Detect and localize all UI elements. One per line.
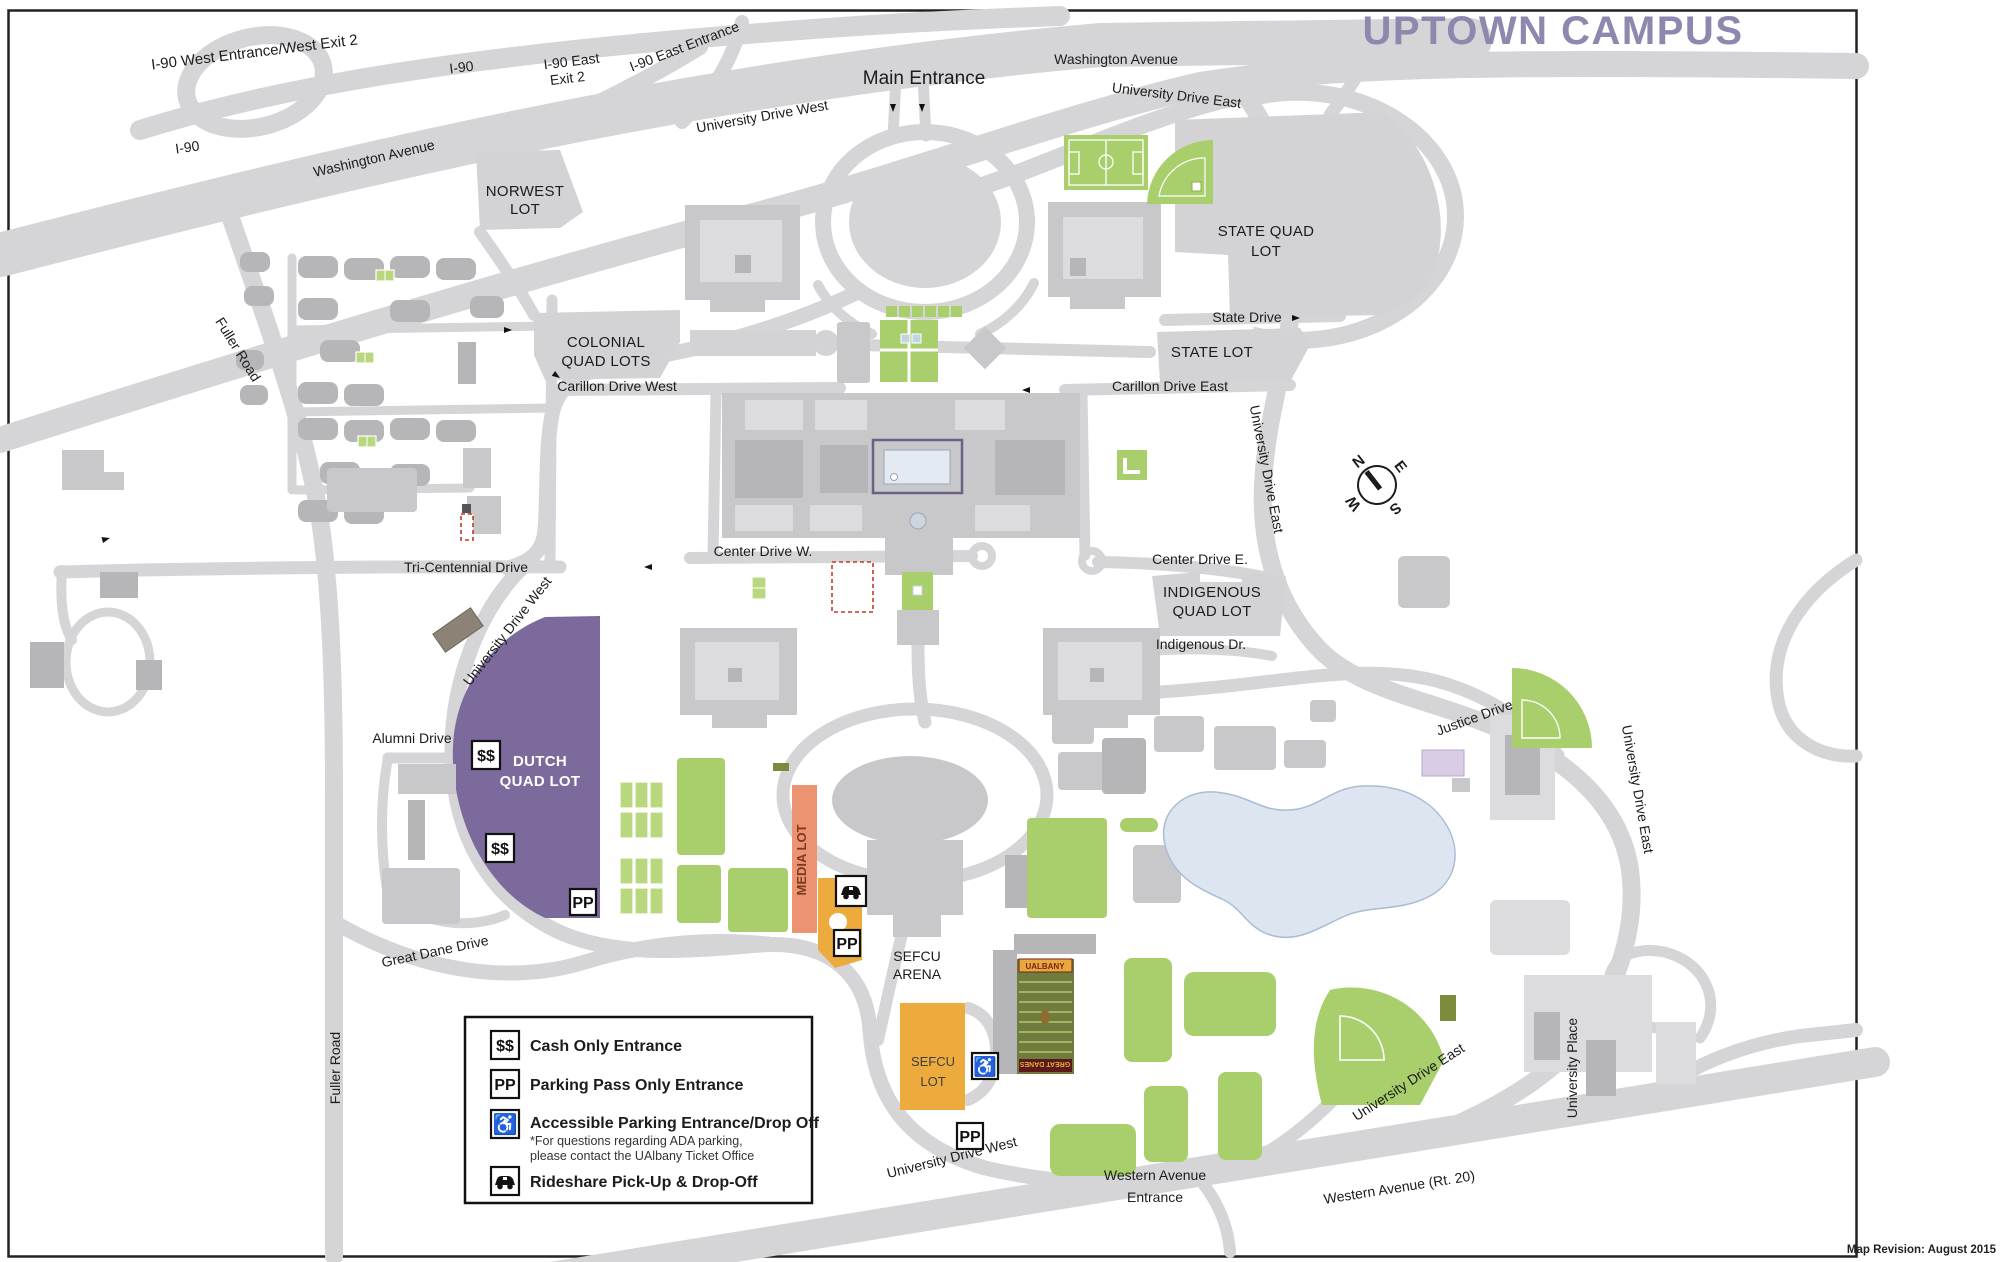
road-label-center-drive-e: Center Drive E. bbox=[1152, 551, 1248, 567]
lot-label-indigenous: INDIGENOUS bbox=[1163, 584, 1261, 601]
legend-accessible-note: please contact the UAlbany Ticket Office bbox=[530, 1149, 754, 1163]
entrance-green-quad bbox=[880, 320, 938, 382]
tree-row bbox=[886, 306, 962, 317]
green-courtyard-south bbox=[902, 572, 933, 610]
road-label-washington-avenue: Washington Avenue bbox=[1054, 51, 1178, 67]
parking-pass-icon: PP bbox=[494, 1077, 516, 1094]
lot-label-norwest: LOT bbox=[510, 201, 540, 218]
tennis-courts-west bbox=[619, 781, 664, 915]
road-label-carillon-drive-west: Carillon Drive West bbox=[557, 378, 677, 394]
state-lot-shape bbox=[1157, 328, 1310, 383]
football-stadium: UALBANY GREAT DANES bbox=[1017, 958, 1074, 1074]
legend: $$ Cash Only Entrance PP Parking Pass On… bbox=[463, 1015, 820, 1205]
legend-accessible-note: *For questions regarding ADA parking, bbox=[530, 1134, 743, 1148]
lot-label-state-quad: LOT bbox=[1251, 243, 1281, 260]
map-revision-note: Map Revision: August 2015 bbox=[1847, 1244, 1997, 1256]
legend-box bbox=[463, 1015, 814, 1205]
legend-cash-label: Cash Only Entrance bbox=[530, 1038, 682, 1055]
road-label-i90: I-90 bbox=[174, 137, 200, 156]
road-label-alumni-drive: Alumni Drive bbox=[372, 730, 452, 746]
lot-label-sefcu: SEFCU bbox=[911, 1054, 955, 1069]
road-label-fuller-road: Fuller Road bbox=[327, 1032, 343, 1104]
campus-pond bbox=[1162, 785, 1456, 939]
road-label-i90: I-90 bbox=[448, 58, 474, 77]
practice-field bbox=[677, 758, 725, 855]
parking-pass-marker: PP bbox=[568, 887, 598, 917]
fields-layer bbox=[355, 135, 1592, 1176]
colonial-quad-lots-shape bbox=[534, 310, 680, 380]
stadium-logo bbox=[1040, 1010, 1050, 1024]
sefcu-arena-shape bbox=[832, 756, 988, 844]
cash-only-marker: $$ bbox=[470, 739, 502, 771]
carillon-tower bbox=[909, 512, 927, 530]
baseball-field-south bbox=[1313, 987, 1456, 1105]
page-title: UPTOWN CAMPUS bbox=[1363, 9, 1744, 53]
cash-icon: $$ bbox=[477, 748, 495, 765]
lot-label-colonial: QUAD LOTS bbox=[561, 353, 650, 370]
lot-label-media: MEDIA LOT bbox=[794, 824, 809, 895]
buildings-layer bbox=[30, 202, 1696, 1096]
cash-only-marker: $$ bbox=[484, 832, 516, 864]
lot-label-dutch-quad: QUAD LOT bbox=[500, 773, 581, 790]
car-icon bbox=[841, 886, 861, 900]
lot-label-norwest: NORWEST bbox=[486, 183, 565, 200]
parking-pass-marker: PP bbox=[832, 928, 862, 958]
parking-pass-icon: PP bbox=[572, 895, 594, 912]
indigenous-quad-lot-shape bbox=[1152, 572, 1286, 636]
road-label-center-drive-w: Center Drive W. bbox=[714, 543, 813, 559]
rideshare-marker bbox=[834, 874, 868, 908]
lavender-building bbox=[1421, 749, 1465, 777]
label-western-avenue-entrance: Western Avenue bbox=[1104, 1167, 1206, 1183]
label-sefcu-arena: ARENA bbox=[893, 966, 942, 982]
green-plaza-east bbox=[1117, 450, 1147, 480]
road-label-tri-centennial-drive: Tri-Centennial Drive bbox=[404, 559, 528, 575]
accessible-marker: ♿ bbox=[970, 1051, 1000, 1081]
media-lot-shape bbox=[792, 785, 817, 933]
label-main-entrance: Main Entrance bbox=[863, 68, 986, 89]
state-quad-lot-shape bbox=[1175, 112, 1441, 318]
label-sefcu-arena: SEFCU bbox=[893, 948, 940, 964]
softball-field bbox=[1512, 668, 1592, 748]
road-label-university-place: University Place bbox=[1564, 1018, 1580, 1119]
lot-label-colonial: COLONIAL bbox=[567, 334, 645, 351]
legend-accessible-label: Accessible Parking Entrance/Drop Off bbox=[530, 1115, 820, 1132]
tennis-court-icons bbox=[355, 269, 1158, 832]
cash-icon: $$ bbox=[496, 1038, 514, 1055]
construction-area bbox=[831, 561, 874, 613]
sefcu-lot-shape bbox=[900, 1003, 965, 1110]
road-label-carillon-drive-east: Carillon Drive East bbox=[1112, 378, 1228, 394]
lot-label-sefcu: LOT bbox=[920, 1074, 945, 1089]
road-label-i90-east-exit: Exit 2 bbox=[549, 68, 586, 88]
cash-icon: $$ bbox=[491, 841, 509, 858]
road-label-state-drive: State Drive bbox=[1212, 309, 1281, 325]
lot-label-indigenous: QUAD LOT bbox=[1172, 603, 1251, 620]
lot-label-dutch-quad: DUTCH bbox=[513, 753, 567, 770]
lot-label-state: STATE LOT bbox=[1171, 344, 1253, 361]
markers-layer: $$ $$ PP PP PP ♿ bbox=[101, 104, 1410, 1151]
stadium-header-label: UALBANY bbox=[1025, 962, 1065, 971]
legend-rideshare-label: Rideshare Pick-Up & Drop-Off bbox=[530, 1174, 758, 1191]
norwest-lot-shape bbox=[476, 150, 583, 230]
label-western-avenue-entrance: Entrance bbox=[1127, 1189, 1183, 1205]
road-label-indigenous-dr: Indigenous Dr. bbox=[1156, 636, 1246, 652]
car-icon bbox=[495, 1176, 515, 1190]
parking-pass-icon: PP bbox=[836, 936, 858, 953]
parking-pass-icon: PP bbox=[959, 1129, 981, 1146]
road-label-i90-east-exit: I-90 East bbox=[543, 50, 601, 73]
accessible-icon: ♿ bbox=[493, 1112, 518, 1136]
direction-arrows bbox=[101, 104, 1300, 570]
baseball-field-top bbox=[1147, 140, 1213, 204]
accessible-icon: ♿ bbox=[973, 1055, 997, 1078]
lot-label-state-quad: STATE QUAD bbox=[1218, 223, 1315, 240]
legend-parking-pass-label: Parking Pass Only Entrance bbox=[530, 1077, 744, 1094]
bus-shelter bbox=[432, 607, 484, 653]
parking-pass-marker: PP bbox=[955, 1121, 985, 1151]
soccer-field bbox=[1064, 135, 1148, 190]
stadium-footer-label: GREAT DANES bbox=[1019, 1060, 1070, 1067]
